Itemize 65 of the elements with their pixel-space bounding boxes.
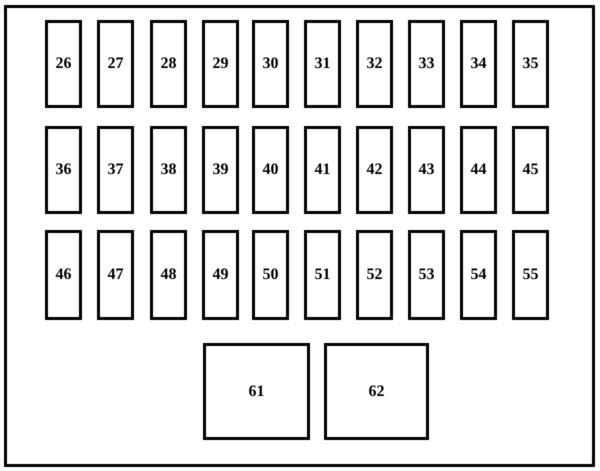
fuse-slot — [252, 126, 289, 214]
slot-number: 49 — [212, 266, 228, 284]
fuse-slot — [45, 20, 82, 108]
fuse-slot — [460, 20, 497, 108]
slot-number: 30 — [262, 55, 278, 73]
fuse-slot — [356, 126, 393, 214]
fuse-slot — [304, 20, 341, 108]
slot-number: 50 — [262, 266, 278, 284]
slot-number: 36 — [56, 161, 72, 179]
fuse-slot — [202, 20, 239, 108]
fuse-slot — [202, 230, 239, 320]
slot-number: 39 — [212, 161, 228, 179]
slot-number: 43 — [418, 161, 434, 179]
fuse-slot — [356, 230, 393, 320]
slot-number: 61 — [248, 382, 264, 400]
slot-number: 40 — [262, 161, 278, 179]
fuse-slot — [150, 126, 187, 214]
slot-number: 55 — [522, 266, 538, 284]
fuse-slot — [460, 230, 497, 320]
slot-number: 52 — [366, 266, 382, 284]
fuse-slot — [408, 230, 445, 320]
fuse-slot — [252, 230, 289, 320]
relay-slot — [203, 343, 310, 440]
fuse-slot — [408, 126, 445, 214]
slot-number: 46 — [56, 266, 72, 284]
slot-number: 32 — [366, 55, 382, 73]
fuse-slot — [512, 20, 549, 108]
relay-slot — [324, 343, 429, 440]
slot-number: 29 — [212, 55, 228, 73]
fuse-slot — [97, 230, 134, 320]
slot-number: 38 — [160, 161, 176, 179]
slot-number: 45 — [522, 161, 538, 179]
fuse-slot — [512, 230, 549, 320]
fuse-slot — [150, 230, 187, 320]
slot-number: 41 — [314, 161, 330, 179]
slot-number: 53 — [418, 266, 434, 284]
slot-number: 48 — [160, 266, 176, 284]
slot-number: 26 — [56, 55, 72, 73]
fuse-slot — [408, 20, 445, 108]
fuse-slot — [460, 126, 497, 214]
fuse-slot — [45, 126, 82, 214]
fuse-slot — [150, 20, 187, 108]
slot-number: 33 — [418, 55, 434, 73]
fuse-slot — [45, 230, 82, 320]
slot-number: 35 — [522, 55, 538, 73]
fuse-slot — [304, 126, 341, 214]
slot-number: 34 — [470, 55, 486, 73]
slot-number: 42 — [366, 161, 382, 179]
fuse-slot — [356, 20, 393, 108]
fuse-slot — [97, 126, 134, 214]
slot-number: 37 — [108, 161, 124, 179]
slot-number: 62 — [368, 382, 384, 400]
slot-number: 28 — [160, 55, 176, 73]
fuse-slot — [97, 20, 134, 108]
slot-number: 27 — [108, 55, 124, 73]
slot-number: 51 — [314, 266, 330, 284]
fuse-slot — [512, 126, 549, 214]
fuse-box-outline — [4, 5, 595, 467]
slot-number: 47 — [108, 266, 124, 284]
slot-number: 44 — [470, 161, 486, 179]
fuse-slot — [252, 20, 289, 108]
fuse-slot — [202, 126, 239, 214]
fuse-slot — [304, 230, 341, 320]
slot-number: 54 — [470, 266, 486, 284]
slot-number: 31 — [314, 55, 330, 73]
